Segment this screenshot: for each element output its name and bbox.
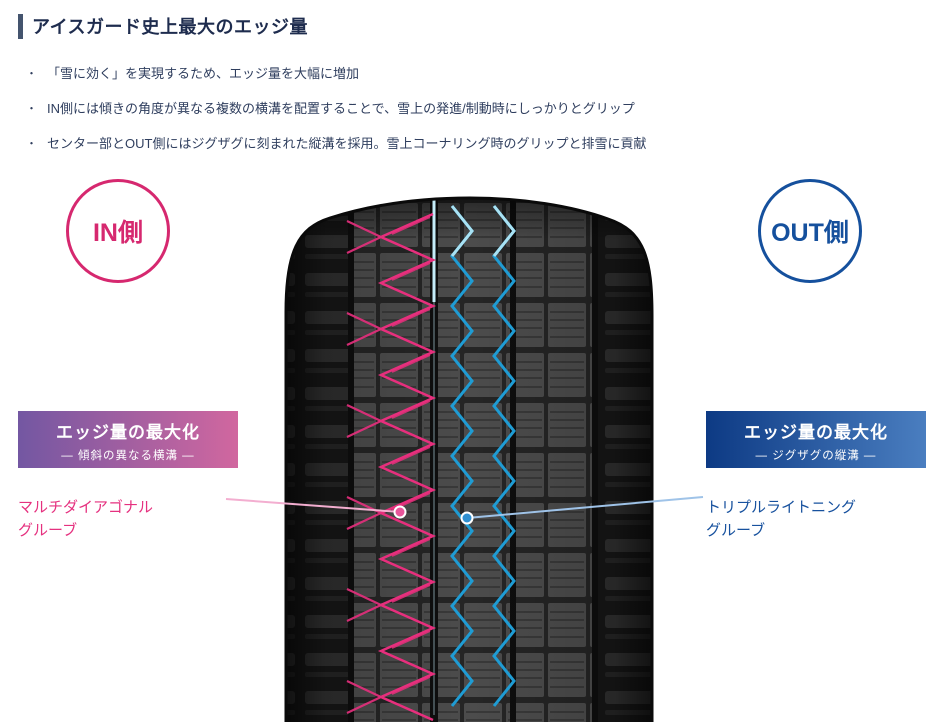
bullet-item: ・ 「雪に効く」を実現するため、エッジ量を大幅に増加	[26, 65, 646, 83]
callout-line-right	[466, 496, 704, 519]
title-accent-bar	[18, 13, 23, 39]
out-side-circle: OUT側	[758, 179, 862, 283]
bullet-marker: ・	[26, 68, 37, 80]
pink-zigzag-overlay	[346, 212, 437, 722]
left-caption-line1: マルチダイアゴナル	[18, 499, 154, 516]
pink-groove-dot	[393, 505, 407, 519]
right-badge-title: エッジ量の最大化	[744, 423, 888, 442]
left-badge-title: エッジ量の最大化	[56, 423, 200, 442]
in-side-label: IN側	[92, 219, 143, 247]
bullet-text: IN側には傾きの角度が異なる複数の横溝を配置することで、雪上の発進/制動時にしっ…	[47, 101, 635, 116]
bullet-text: センター部とOUT側にはジグザグに刻まれた縦溝を採用。雪上コーナリング時のグリッ…	[47, 136, 647, 151]
bullet-marker: ・	[26, 103, 37, 115]
left-caption-line2: グルーブ	[18, 522, 78, 540]
tire-body	[286, 198, 652, 722]
right-badge-subtitle: ― ジグザグの縦溝 ―	[755, 450, 877, 462]
bullet-text: 「雪に効く」を実現するため、エッジ量を大幅に増加	[47, 66, 360, 81]
header: アイスガード史上最大のエッジ量	[18, 13, 308, 39]
right-groove-caption: トリプルライトニング グルーブ	[706, 496, 856, 543]
bullet-list: ・ 「雪に効く」を実現するため、エッジ量を大幅に増加 ・ IN側には傾きの角度が…	[26, 65, 646, 170]
left-badge-subtitle: ― 傾斜の異なる横溝 ―	[61, 450, 195, 462]
left-groove-caption: マルチダイアゴナル グルーブ	[18, 496, 153, 543]
bullet-marker: ・	[26, 138, 37, 150]
page-title: アイスガード史上最大のエッジ量	[32, 17, 309, 37]
blue-zigzag-overlay	[450, 205, 516, 707]
in-side-circle: IN側	[66, 179, 170, 283]
left-feature-badge: エッジ量の最大化 ― 傾斜の異なる横溝 ―	[18, 411, 238, 468]
right-feature-badge: エッジ量の最大化 ― ジグザグの縦溝 ―	[706, 411, 926, 468]
right-caption-line2: グルーブ	[706, 522, 766, 540]
callout-line-left	[225, 498, 401, 513]
tire-outline	[284, 196, 654, 722]
blue-groove-dot	[460, 511, 474, 525]
bullet-item: ・ IN側には傾きの角度が異なる複数の横溝を配置することで、雪上の発進/制動時に…	[26, 100, 646, 118]
out-side-label: OUT側	[771, 219, 849, 247]
right-caption-line1: トリプルライトニング	[706, 499, 857, 516]
bullet-item: ・ センター部とOUT側にはジグザグに刻まれた縦溝を採用。雪上コーナリング時のグ…	[26, 135, 646, 153]
